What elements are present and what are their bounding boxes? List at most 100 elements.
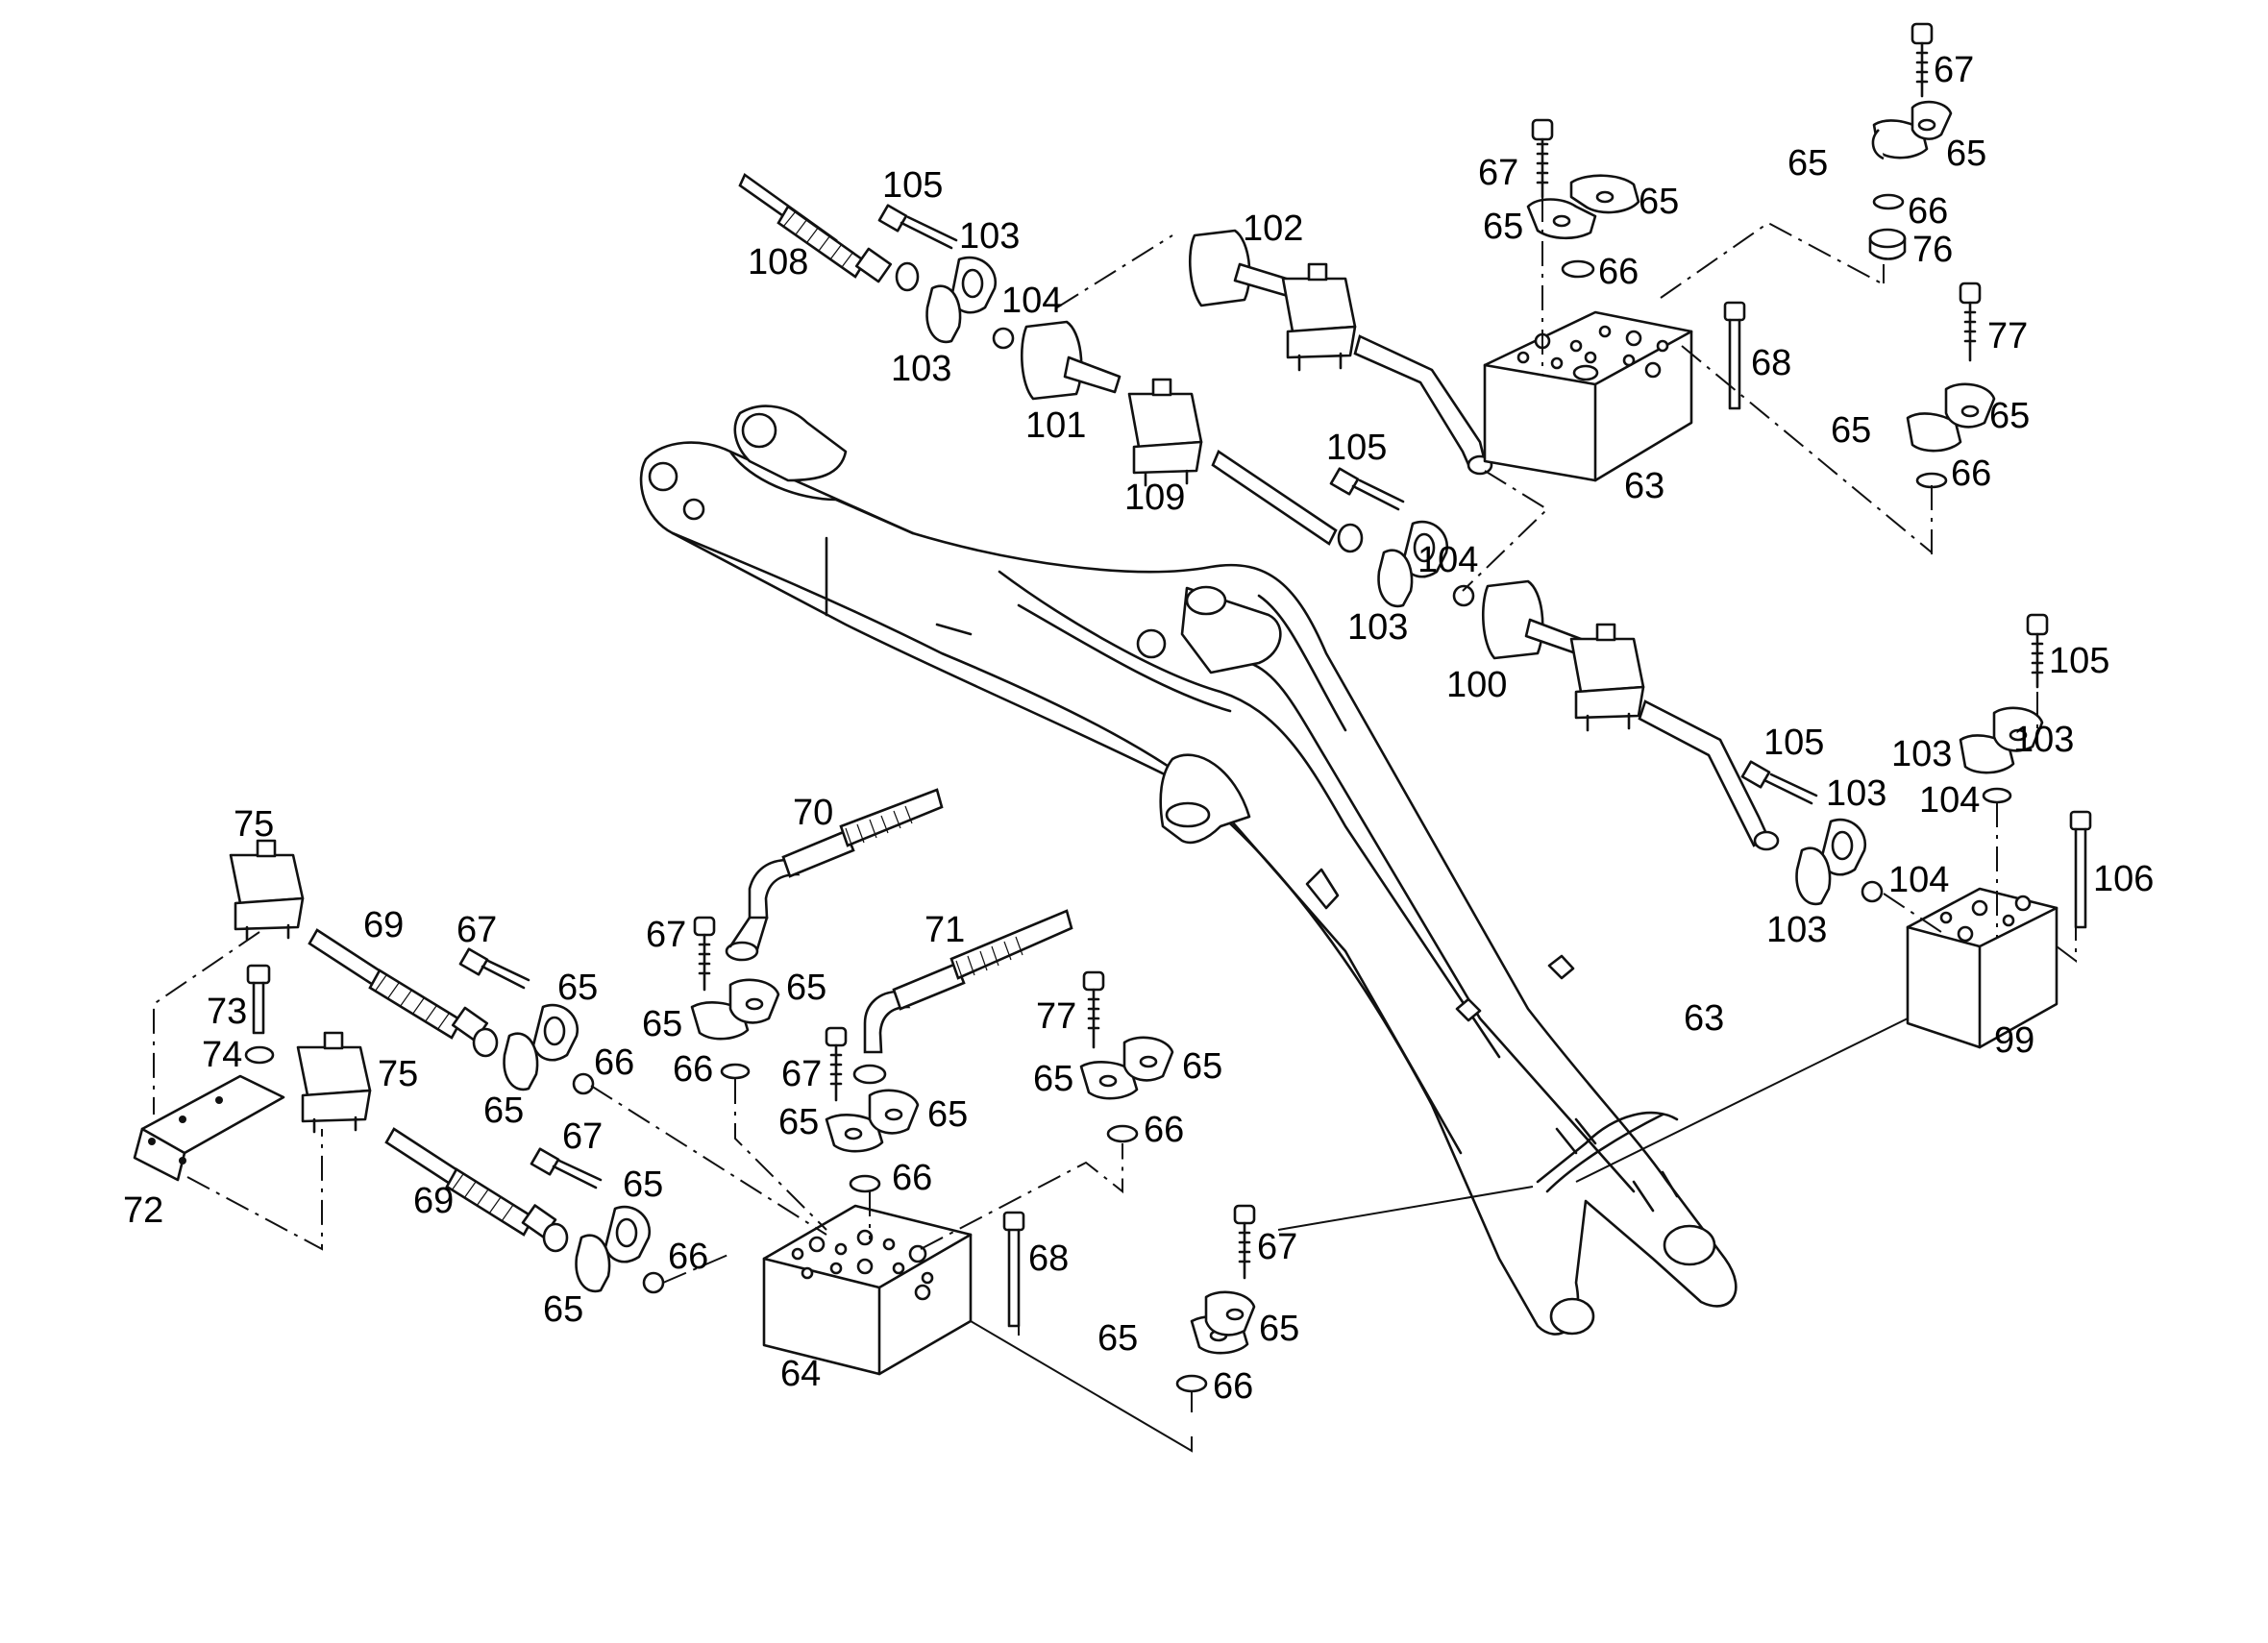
clamp-75b (296, 1031, 372, 1134)
o-ring-66d (572, 1072, 595, 1095)
boom-arm (639, 405, 1738, 1336)
o-ring-104c (1982, 787, 2012, 804)
label-65: 65 (483, 1091, 524, 1131)
label-67: 67 (562, 1116, 603, 1157)
label-77: 77 (1036, 996, 1076, 1037)
washer-74 (244, 1045, 275, 1065)
bolt-67a (1531, 118, 1554, 199)
half-flange-103f (1795, 818, 1867, 906)
hose-69a (308, 928, 499, 1058)
label-104: 104 (1418, 540, 1478, 580)
half-flange-103e (1992, 706, 2044, 752)
bolt-105a (877, 204, 958, 250)
flange-101 (1020, 320, 1122, 401)
bolt-67d (693, 916, 716, 992)
bolt-68b (1002, 1211, 1025, 1328)
label-106: 106 (2093, 859, 2154, 899)
label-66: 66 (1951, 454, 1991, 494)
block-99 (1906, 887, 2058, 1049)
bolt-67f (530, 1147, 603, 1189)
bolt-77a (1959, 282, 1982, 362)
label-77: 77 (1987, 316, 2028, 356)
label-73: 73 (207, 992, 247, 1032)
label-67: 67 (646, 915, 686, 955)
assembly-lines (153, 197, 2077, 1453)
half-flange-103c (1377, 520, 1449, 608)
label-65: 65 (1259, 1309, 1299, 1349)
label-103: 103 (1347, 607, 1408, 648)
label-65: 65 (1787, 143, 1828, 184)
half-flange-65o (604, 1205, 652, 1263)
label-103: 103 (2013, 720, 2074, 760)
bolt-67g (1233, 1204, 1256, 1280)
label-65: 65 (642, 1004, 682, 1044)
hose-71 (852, 909, 1073, 1085)
label-104: 104 (1001, 281, 1062, 321)
half-flange-65h (503, 1032, 539, 1091)
flange-102 (1189, 229, 1294, 307)
label-66: 66 (1598, 252, 1639, 292)
label-66: 66 (1144, 1110, 1184, 1150)
label-69: 69 (363, 905, 404, 945)
label-103: 103 (1766, 910, 1827, 950)
half-flange-65d (1911, 100, 1953, 140)
clamp-top-a (1281, 262, 1357, 372)
plug-76 (1868, 228, 1907, 260)
label-103: 103 (959, 216, 1020, 257)
label-67: 67 (1257, 1227, 1297, 1267)
label-105: 105 (2049, 641, 2109, 681)
label-74: 74 (202, 1035, 242, 1075)
label-67: 67 (1478, 153, 1518, 193)
o-ring-66c (1915, 472, 1948, 489)
label-105: 105 (1326, 428, 1387, 468)
label-65: 65 (543, 1289, 583, 1330)
label-66: 66 (668, 1237, 708, 1277)
label-66: 66 (892, 1158, 932, 1198)
o-ring-66a (1561, 259, 1595, 279)
o-ring-104d (1861, 880, 1884, 903)
pipe-mid (1211, 450, 1364, 553)
bolt-106 (2069, 810, 2092, 929)
label-103: 103 (891, 349, 951, 389)
half-flange-65j (728, 978, 780, 1024)
label-75: 75 (378, 1054, 418, 1094)
label-65: 65 (1946, 134, 1986, 174)
label-68: 68 (1028, 1238, 1069, 1279)
label-65: 65 (1639, 182, 1679, 222)
plate-72 (133, 1074, 285, 1182)
label-65: 65 (786, 968, 826, 1008)
flange-100 (1481, 579, 1583, 660)
label-104: 104 (1919, 780, 1980, 821)
bolt-105c (2026, 613, 2049, 689)
label-69: 69 (413, 1181, 454, 1221)
block-63 (1483, 310, 1693, 482)
half-flange-65l (868, 1089, 920, 1135)
label-64: 64 (780, 1354, 821, 1394)
label-70: 70 (793, 793, 833, 833)
bolt-67b (1911, 22, 1934, 98)
label-68: 68 (1751, 343, 1791, 383)
label-105: 105 (882, 165, 943, 206)
label-65: 65 (1182, 1046, 1222, 1087)
label-63: 63 (1624, 466, 1664, 506)
hose-70 (725, 788, 944, 962)
label-108: 108 (748, 242, 808, 282)
label-99: 99 (1994, 1020, 2034, 1061)
o-ring-66g (1106, 1124, 1139, 1143)
label-66: 66 (673, 1049, 713, 1090)
hose-108 (738, 173, 920, 292)
bolt-67c (458, 947, 530, 990)
o-ring-66b (1872, 193, 1905, 210)
label-66: 66 (594, 1042, 634, 1083)
half-flange-65m (1079, 1061, 1139, 1100)
label-63: 63 (1684, 998, 1724, 1039)
bolt-77b (1082, 970, 1105, 1049)
bolt-68a (1723, 301, 1746, 410)
label-67: 67 (1934, 50, 1974, 90)
clamp-109 (1127, 378, 1203, 487)
label-65: 65 (1831, 410, 1871, 451)
bolt-67e (825, 1026, 848, 1102)
label-67: 67 (456, 910, 497, 950)
bolt-105d (1740, 760, 1818, 805)
